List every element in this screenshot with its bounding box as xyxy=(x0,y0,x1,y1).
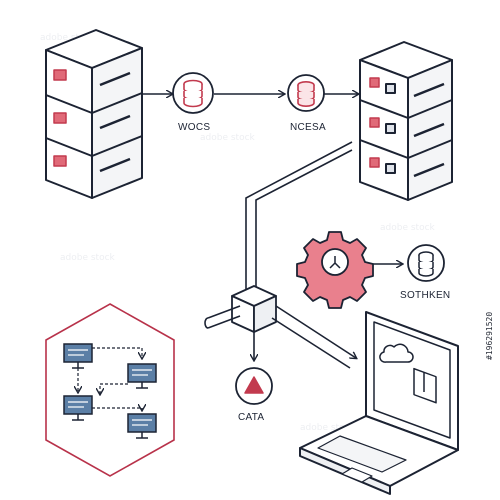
svg-text:adobe stock: adobe stock xyxy=(60,253,116,263)
database-icon xyxy=(287,74,325,112)
gear-icon xyxy=(296,231,374,309)
network-links xyxy=(78,347,142,410)
right-db-label: NCESA xyxy=(290,122,326,133)
svg-text:adobe stock: adobe stock xyxy=(380,223,436,233)
gear-target-label: SOTHKEN xyxy=(400,290,450,301)
warning-label: CATA xyxy=(238,412,264,423)
network-hub-icon xyxy=(231,285,277,333)
svg-text:adobe stock: adobe stock xyxy=(40,33,96,43)
image-id-label: #196291520 xyxy=(485,312,494,360)
watermark-pattern: adobe stock adobe stock adobe stock adob… xyxy=(40,33,436,433)
database-icon xyxy=(407,244,445,282)
svg-text:adobe stock: adobe stock xyxy=(300,423,356,433)
monitor-icon xyxy=(63,395,93,421)
hub-laptop-pipe xyxy=(271,305,356,369)
left-db-label: WOCS xyxy=(178,122,210,133)
network-diagram-icon xyxy=(45,303,175,477)
connector-pipe xyxy=(245,141,353,296)
database-icon xyxy=(172,72,214,114)
right-server-icon xyxy=(359,41,453,201)
monitor-icon xyxy=(127,413,157,439)
monitor-icon xyxy=(127,363,157,389)
hub-left-pipe xyxy=(204,305,241,329)
laptop-icon xyxy=(299,311,459,495)
cloud-icon xyxy=(379,343,414,363)
left-server-icon xyxy=(45,29,143,199)
svg-text:adobe stock: adobe stock xyxy=(200,133,256,143)
warning-icon xyxy=(235,367,273,405)
monitor-icon xyxy=(63,343,93,369)
